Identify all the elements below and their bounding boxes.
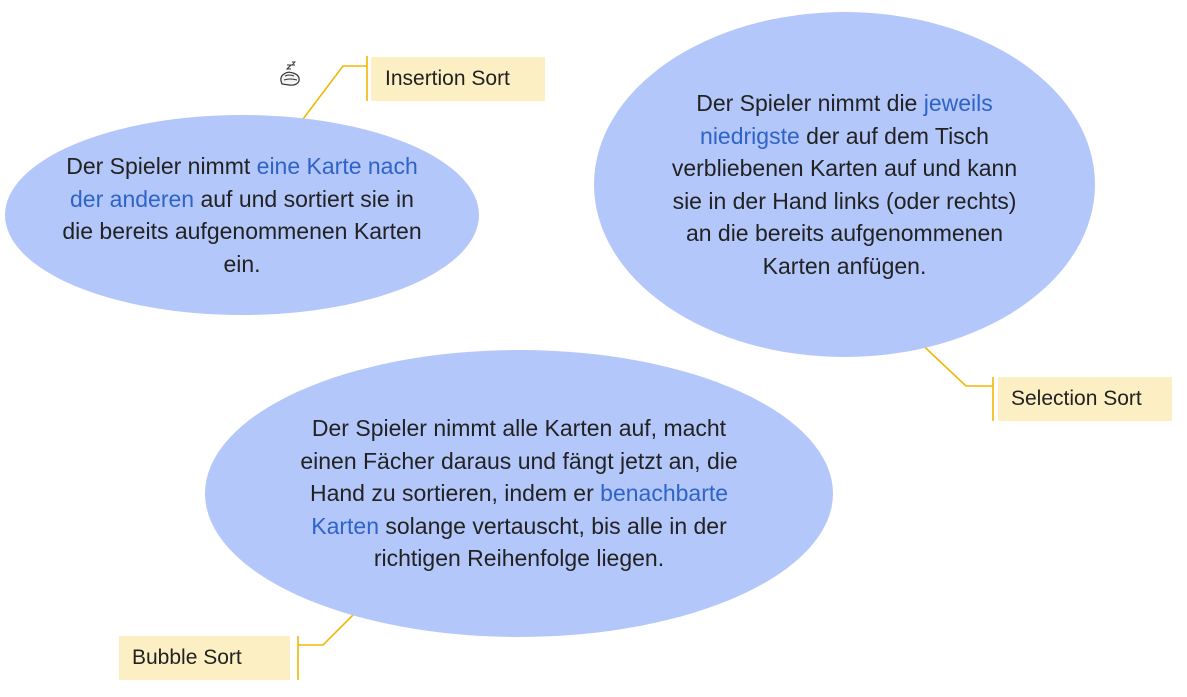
selection-sort-bubble: Der Spieler nimmt die jeweils niedrigste… (594, 12, 1095, 357)
bubble-sort-callout: Bubble Sort (119, 636, 290, 680)
bubble-sort-description: Der Spieler nimmt alle Karten auf, macht… (284, 412, 754, 575)
insertion-text-after: auf und sortiert sie in die bereits aufg… (62, 185, 422, 277)
insertion-sort-description: Der Spieler nimmt eine Karte nach der an… (57, 150, 427, 280)
insertion-text-highlight: eine Karte nach der anderen (70, 153, 418, 212)
insertion-leader-line (296, 65, 367, 128)
insertion-text-before: Der Spieler nimmt (66, 153, 257, 179)
insertion-sort-callout: Insertion Sort (371, 57, 545, 101)
selection-sort-description: Der Spieler nimmt die jeweils niedrigste… (667, 87, 1022, 282)
selection-text-before: Der Spieler nimmt die (696, 90, 924, 116)
busy-cursor-icon (280, 61, 300, 86)
bubble-text-before: Der Spieler nimmt alle Karten auf, macht… (300, 415, 738, 507)
selection-text-after: der auf dem Tisch verbliebenen Karten au… (671, 122, 1018, 279)
bubble-text-highlight: benachbarte Karten (311, 480, 729, 539)
bubble-text-after: solange vertauscht, bis alle in der rich… (373, 512, 727, 572)
bubble-sort-bubble: Der Spieler nimmt alle Karten auf, macht… (205, 350, 833, 637)
insertion-sort-bubble: Der Spieler nimmt eine Karte nach der an… (5, 115, 479, 315)
selection-sort-callout: Selection Sort (998, 377, 1172, 421)
selection-text-highlight: jeweils niedrigste (700, 90, 993, 149)
